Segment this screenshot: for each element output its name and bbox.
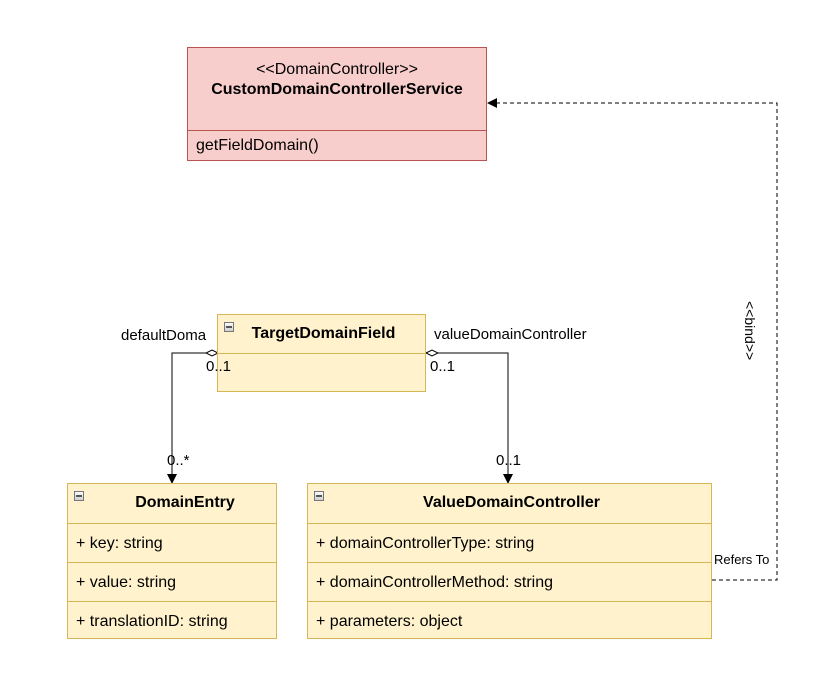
bind-label: <<bind>> xyxy=(742,301,758,361)
left-target-multiplicity: 0..* xyxy=(167,452,190,469)
aggregation-diamond-left xyxy=(204,349,220,357)
right-target-multiplicity: 0..1 xyxy=(496,452,522,469)
value-controller-attr: + domainControllerType: string xyxy=(308,523,711,562)
domain-entry-attr: + translationID: string xyxy=(68,601,276,640)
collapse-icon[interactable] xyxy=(74,491,84,501)
bind-dependency xyxy=(487,98,778,581)
service-stereotype: <<DomainController>> xyxy=(256,61,418,78)
refers-to-label: Refers To xyxy=(714,552,770,567)
left-source-multiplicity: 0..1 xyxy=(206,358,232,375)
value-controller-name: ValueDomainController xyxy=(423,494,600,511)
collapse-icon[interactable] xyxy=(314,491,324,501)
domain-entry-attr: + key: string xyxy=(68,523,276,562)
right-role-label: valueDomainController xyxy=(434,326,587,343)
value-controller-attr: + parameters: object xyxy=(308,601,711,640)
domain-entry-class[interactable]: DomainEntry + key: string + value: strin… xyxy=(67,483,277,639)
service-class[interactable]: <<DomainController>> CustomDomainControl… xyxy=(187,47,487,161)
domain-entry-attr: + value: string xyxy=(68,562,276,601)
aggregation-default-domain xyxy=(167,352,206,484)
target-body xyxy=(218,353,425,392)
domain-entry-name: DomainEntry xyxy=(135,494,235,511)
collapse-icon[interactable] xyxy=(224,322,234,332)
value-controller-attr: + domainControllerMethod: string xyxy=(308,562,711,601)
service-method: getFieldDomain() xyxy=(188,130,486,161)
value-domain-controller-class[interactable]: ValueDomainController + domainController… xyxy=(307,483,712,639)
right-source-multiplicity: 0..1 xyxy=(430,358,456,375)
aggregation-value-controller xyxy=(438,352,513,484)
target-name: TargetDomainField xyxy=(251,325,396,342)
left-role-label: defaultDoma xyxy=(121,327,207,344)
service-name: CustomDomainControllerService xyxy=(211,81,463,98)
target-domain-field-class[interactable]: TargetDomainField xyxy=(217,314,426,392)
aggregation-diamond-right xyxy=(424,349,440,357)
